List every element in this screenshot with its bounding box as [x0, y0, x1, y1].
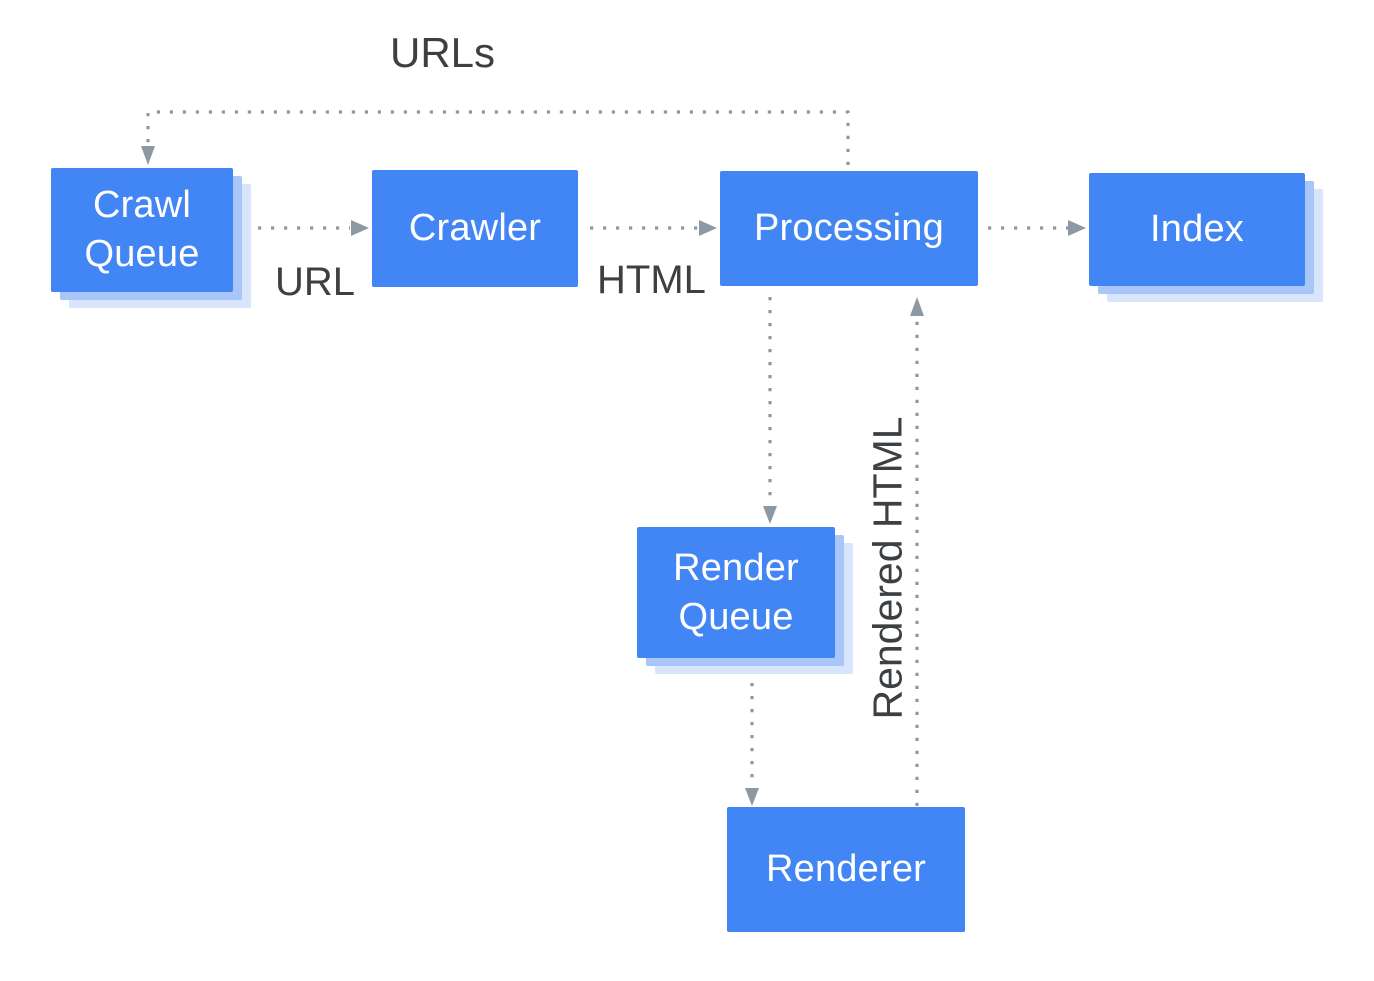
arrowhead-right-icon: [699, 220, 717, 236]
arrowhead-down-icon: [141, 146, 155, 165]
node-crawl-queue-label: Crawl Queue: [84, 184, 200, 275]
arrowhead-right-icon: [1068, 220, 1086, 236]
edge-processing-to-crawl-queue: [146, 110, 850, 165]
arrowhead-down-icon: [763, 506, 777, 524]
edge-label-html: HTML: [597, 258, 706, 302]
node-renderer: Renderer: [727, 807, 965, 932]
edge-label-urls: URLs: [390, 29, 496, 76]
node-render-queue-label: Render Queue: [673, 546, 799, 638]
node-renderer-label: Renderer: [765, 848, 927, 891]
node-processing: Processing: [720, 171, 978, 286]
node-render-queue: Render Queue: [637, 527, 835, 658]
node-processing-label: Processing: [754, 207, 944, 250]
arrowhead-down-icon: [745, 788, 759, 806]
node-crawler: Crawler: [372, 170, 578, 287]
arrowhead-right-icon: [351, 220, 369, 236]
edge-label-url: URL: [275, 260, 356, 304]
arrowhead-up-icon: [910, 297, 924, 316]
node-crawler-label: Crawler: [408, 207, 542, 250]
node-crawl-queue: Crawl Queue: [51, 168, 233, 292]
edge-label-rendered-html: Rendered HTML: [864, 416, 911, 720]
node-index: Index: [1089, 173, 1305, 286]
node-index-label: Index: [1150, 208, 1244, 251]
